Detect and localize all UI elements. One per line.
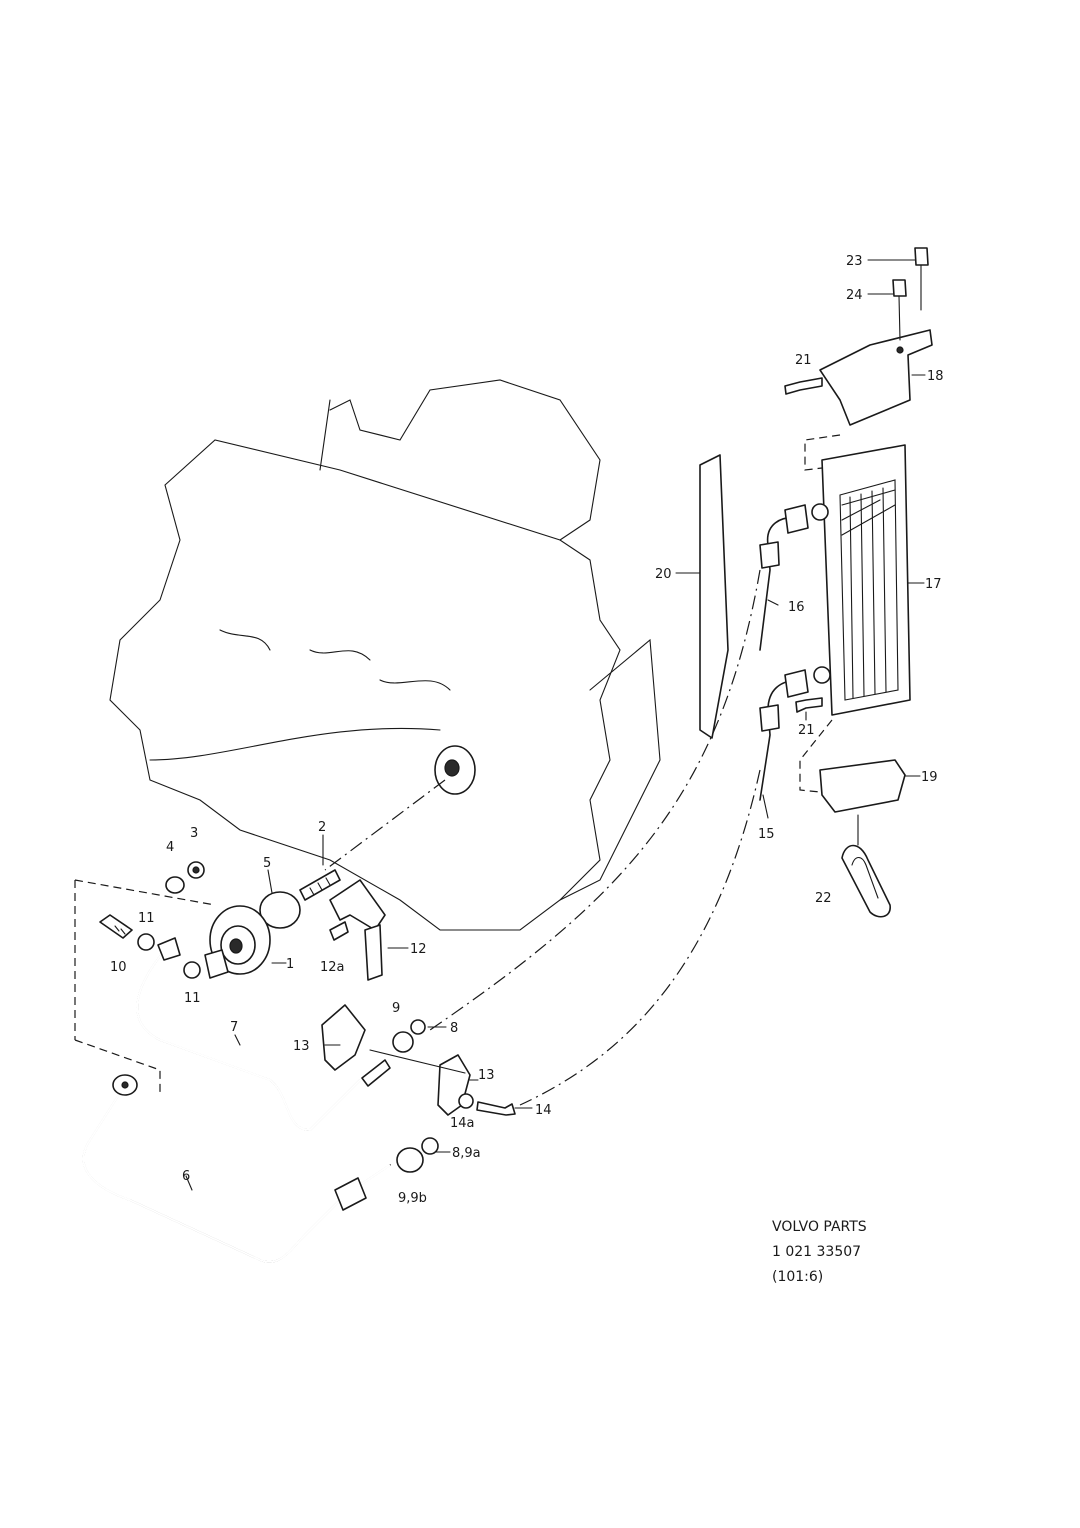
callout-9-9b: 9,9b xyxy=(398,1191,427,1206)
callout-19: 19 xyxy=(921,770,938,785)
callout-1: 1 xyxy=(286,957,294,972)
callout-5: 5 xyxy=(263,856,271,871)
callout-8-9a: 8,9a xyxy=(452,1146,481,1161)
hose-leader-16 xyxy=(429,569,761,1031)
mount-leader-upper xyxy=(804,434,841,471)
oil-pipe-part-6 xyxy=(82,1074,391,1263)
parts-reference-block: VOLVO PARTS 1 021 33507 (101:6) xyxy=(772,1219,867,1285)
assembly-leader-adapter xyxy=(324,779,446,871)
bolt-part-24 xyxy=(892,279,907,341)
callout-15: 15 xyxy=(758,827,775,842)
callout-23: 23 xyxy=(846,254,863,269)
callout-14: 14 xyxy=(535,1103,552,1118)
callout-labels: 1 2 3 4 5 6 7 8 9 10 11 11 12 12a 13 13 … xyxy=(110,254,944,1206)
callout-leaders xyxy=(185,259,926,1191)
callout-13-right: 13 xyxy=(478,1068,495,1083)
reference-brand: VOLVO PARTS xyxy=(772,1219,867,1235)
deflector-strip-part-20 xyxy=(699,454,729,739)
hose-part-15 xyxy=(759,669,809,801)
callout-4: 4 xyxy=(166,840,174,855)
callout-11-upper: 11 xyxy=(138,911,155,926)
callout-6: 6 xyxy=(182,1169,190,1184)
bolt-part-21-lower xyxy=(795,697,823,713)
bracket-part-12 xyxy=(329,879,386,981)
stud-part-2 xyxy=(299,869,341,901)
hose-part-16 xyxy=(759,504,809,651)
callout-11-lower: 11 xyxy=(184,991,201,1006)
callout-10: 10 xyxy=(110,960,127,975)
nut-part-8 xyxy=(410,1019,426,1035)
bracket-part-19 xyxy=(819,759,906,813)
mount-leader-lower xyxy=(799,719,833,793)
rubber-pad-part-22 xyxy=(841,844,891,918)
bolt-part-14 xyxy=(476,1101,516,1116)
callout-22: 22 xyxy=(815,891,832,906)
callout-13-left: 13 xyxy=(293,1039,310,1054)
callout-14a: 14a xyxy=(450,1116,475,1131)
oil-pipe-part-7 xyxy=(136,937,391,1132)
reference-number: 1 021 33507 xyxy=(772,1244,861,1260)
callout-2: 2 xyxy=(318,820,326,835)
callout-24: 24 xyxy=(846,288,863,303)
clamp-part-13-left xyxy=(321,1004,366,1071)
callout-12a: 12a xyxy=(320,960,345,975)
callout-16: 16 xyxy=(788,600,805,615)
assembly-boundary xyxy=(74,879,216,1095)
callout-7: 7 xyxy=(230,1020,238,1035)
nut-part-9 xyxy=(392,1031,414,1053)
callout-3: 3 xyxy=(190,826,198,841)
bolt-part-21-upper xyxy=(784,377,823,395)
callout-20: 20 xyxy=(655,567,672,582)
reference-group: (101:6) xyxy=(772,1269,823,1285)
nut-part-9-9b xyxy=(396,1147,424,1173)
o-ring-part-5 xyxy=(259,891,301,929)
engine-block-outline xyxy=(109,379,661,931)
nut-washer-parts-3-4 xyxy=(165,861,205,894)
oil-filter-adapter-part-1 xyxy=(204,905,271,979)
callout-21-lower: 21 xyxy=(798,723,815,738)
bracket-part-18 xyxy=(819,329,933,426)
callout-17: 17 xyxy=(925,577,942,592)
callout-8: 8 xyxy=(450,1021,458,1036)
callout-21-upper: 21 xyxy=(795,353,812,368)
banjo-bolt-part-10 xyxy=(99,914,133,939)
callout-12: 12 xyxy=(410,942,427,957)
bolt-part-23 xyxy=(914,247,929,311)
washer-part-11-upper xyxy=(137,933,155,951)
oil-cooler-part-17 xyxy=(811,444,911,716)
clamp-part-13-right xyxy=(437,1054,474,1116)
callout-9: 9 xyxy=(392,1001,400,1016)
callout-18: 18 xyxy=(927,369,944,384)
hose-leader-15 xyxy=(519,769,761,1106)
nut-part-8-9a xyxy=(421,1137,439,1155)
washer-part-11-lower xyxy=(183,961,201,979)
